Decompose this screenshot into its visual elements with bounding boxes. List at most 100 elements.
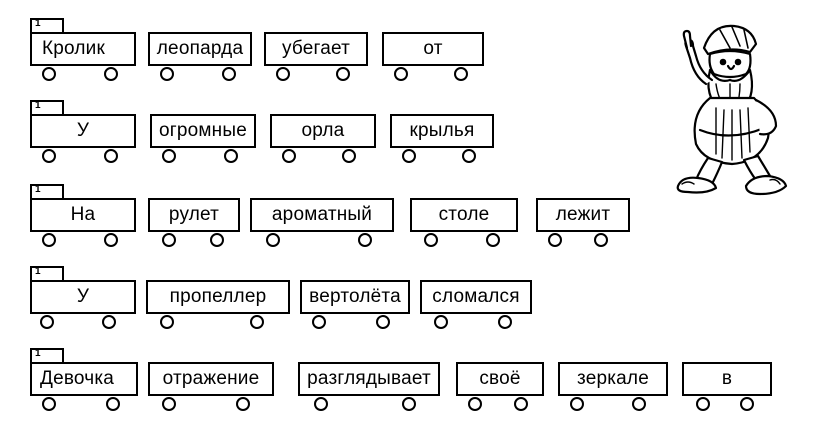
wheel bbox=[342, 149, 356, 163]
wheel bbox=[162, 233, 176, 247]
gnome-hip-arm bbox=[754, 98, 778, 136]
wagon: убегает bbox=[264, 32, 368, 81]
word-card: вертолёта bbox=[300, 280, 410, 314]
locomotive: 1 У bbox=[30, 100, 136, 163]
wheel bbox=[696, 397, 710, 411]
train-4: 1 У пропеллер вертолёта сломался bbox=[0, 248, 819, 329]
word-card: У bbox=[30, 114, 136, 148]
wheel bbox=[42, 67, 56, 81]
wagon: отражение bbox=[148, 362, 274, 411]
word-card: отражение bbox=[148, 362, 274, 396]
word-card: У bbox=[30, 280, 136, 314]
wheel bbox=[210, 233, 224, 247]
word-card: своё bbox=[456, 362, 544, 396]
train-number: 1 bbox=[35, 184, 41, 195]
word-card: разглядывает bbox=[298, 362, 440, 396]
word-card: в bbox=[682, 362, 772, 396]
wheel bbox=[102, 315, 116, 329]
wheel bbox=[376, 315, 390, 329]
word-card: лежит bbox=[536, 198, 630, 232]
word-card: На bbox=[30, 198, 136, 232]
word-card: сломался bbox=[420, 280, 532, 314]
wheel bbox=[222, 67, 236, 81]
wheel bbox=[42, 233, 56, 247]
word-card: крылья bbox=[390, 114, 494, 148]
gnome-face bbox=[708, 49, 752, 79]
train-number: 1 bbox=[35, 100, 41, 111]
wheel bbox=[104, 67, 118, 81]
wagon: огромные bbox=[150, 114, 256, 163]
wagon: вертолёта bbox=[300, 280, 410, 329]
gnome-right-shoe bbox=[744, 174, 788, 196]
wheel bbox=[548, 233, 562, 247]
wheel bbox=[236, 397, 250, 411]
wheel bbox=[160, 315, 174, 329]
wagon: разглядывает bbox=[298, 362, 440, 411]
pointing-finger-icon bbox=[682, 29, 693, 50]
word-card: зеркале bbox=[558, 362, 668, 396]
wheel bbox=[514, 397, 528, 411]
train-number: 1 bbox=[35, 266, 41, 277]
wagon: пропеллер bbox=[146, 280, 290, 329]
locomotive: 1 Девочка bbox=[30, 348, 138, 411]
wheel bbox=[424, 233, 438, 247]
wagon: леопарда bbox=[148, 32, 252, 81]
wagon: ароматный bbox=[250, 198, 394, 247]
wagon: своё bbox=[456, 362, 544, 411]
wheel bbox=[358, 233, 372, 247]
wheel bbox=[454, 67, 468, 81]
word-card: рулет bbox=[148, 198, 240, 232]
wagon: крылья bbox=[390, 114, 494, 163]
wagon: рулет bbox=[148, 198, 240, 247]
wagon: в bbox=[682, 362, 772, 411]
wagon: сломался bbox=[420, 280, 532, 329]
locomotive-cab: 1 bbox=[30, 266, 64, 282]
word-card: Девочка bbox=[30, 362, 138, 396]
wheel bbox=[570, 397, 584, 411]
gnome-illustration bbox=[676, 24, 788, 196]
wheel bbox=[104, 233, 118, 247]
wheel bbox=[282, 149, 296, 163]
locomotive-cab: 1 bbox=[30, 184, 64, 200]
wheel bbox=[106, 397, 120, 411]
wheel bbox=[42, 397, 56, 411]
wheel bbox=[224, 149, 238, 163]
locomotive: 1 У bbox=[30, 266, 136, 329]
locomotive-cab: 1 bbox=[30, 18, 64, 34]
wheel bbox=[594, 233, 608, 247]
word-card: леопарда bbox=[148, 32, 252, 66]
wheel bbox=[162, 149, 176, 163]
locomotive-cab: 1 bbox=[30, 348, 64, 364]
wheel bbox=[314, 397, 328, 411]
train-2: 1 У огромные орла крылья bbox=[0, 82, 819, 163]
wheel bbox=[468, 397, 482, 411]
train-1: 1 Кролик леопарда убегает от bbox=[0, 0, 819, 81]
wagon: лежит bbox=[536, 198, 630, 247]
wheel bbox=[312, 315, 326, 329]
word-card: пропеллер bbox=[146, 280, 290, 314]
train-5: 1 Девочка отражение разглядывает своё зе… bbox=[0, 330, 819, 411]
wheel bbox=[276, 67, 290, 81]
train-number: 1 bbox=[35, 18, 41, 29]
wheel bbox=[632, 397, 646, 411]
wheel bbox=[394, 67, 408, 81]
word-card: столе bbox=[410, 198, 518, 232]
wheel bbox=[402, 397, 416, 411]
wheel bbox=[462, 149, 476, 163]
word-card: огромные bbox=[150, 114, 256, 148]
train-3: 1 На рулет ароматный столе лежит bbox=[0, 166, 819, 247]
gnome-hat bbox=[702, 24, 758, 56]
wheel bbox=[162, 397, 176, 411]
word-card: орла bbox=[270, 114, 376, 148]
wheel bbox=[160, 67, 174, 81]
wheel bbox=[336, 67, 350, 81]
wheel bbox=[486, 233, 500, 247]
locomotive: 1 Кролик bbox=[30, 18, 136, 81]
wheel bbox=[402, 149, 416, 163]
wagon: орла bbox=[270, 114, 376, 163]
wheel bbox=[42, 149, 56, 163]
word-card: Кролик bbox=[30, 32, 136, 66]
wheel bbox=[250, 315, 264, 329]
word-card: ароматный bbox=[250, 198, 394, 232]
